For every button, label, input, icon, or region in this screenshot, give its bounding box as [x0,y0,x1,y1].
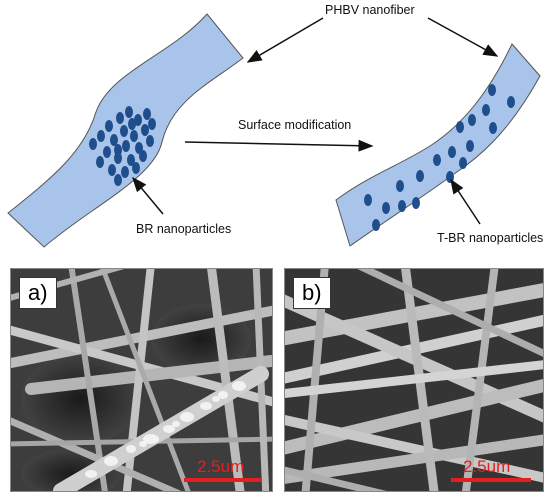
phbv-nanofiber-label: PHBV nanofiber [325,3,415,17]
right-nanofiber [335,43,541,247]
t-br-nanoparticles-label: T-BR nanoparticles [437,231,544,245]
arrow-to-br-nanoparticles [132,176,164,215]
scale-bar-a [184,478,262,482]
br-particle-aggregates [85,381,246,478]
sem-panel-b: b) 2.5um [284,268,544,492]
scale-bar-b-text: 2.5um [463,457,511,476]
sem-panel-a: a) 2.5um [10,268,273,492]
arrow-to-right-fiber [427,17,499,57]
br-nanoparticle-cluster [89,106,156,186]
br-nanoparticles-label: BR nanoparticles [136,222,232,236]
surface-modification-arrow [184,139,374,152]
surface-modification-label: Surface modification [238,118,352,132]
t-br-nanoparticles [364,84,515,231]
scale-bar-b [451,478,531,482]
panel-b-label: b) [293,277,331,309]
panel-a-label: a) [19,277,57,309]
scale-bar-a-text: 2.5um [197,457,245,476]
arrow-to-left-fiber [246,17,324,63]
schematic-diagram [7,13,541,248]
arrow-to-t-br-nanoparticles [450,178,481,225]
